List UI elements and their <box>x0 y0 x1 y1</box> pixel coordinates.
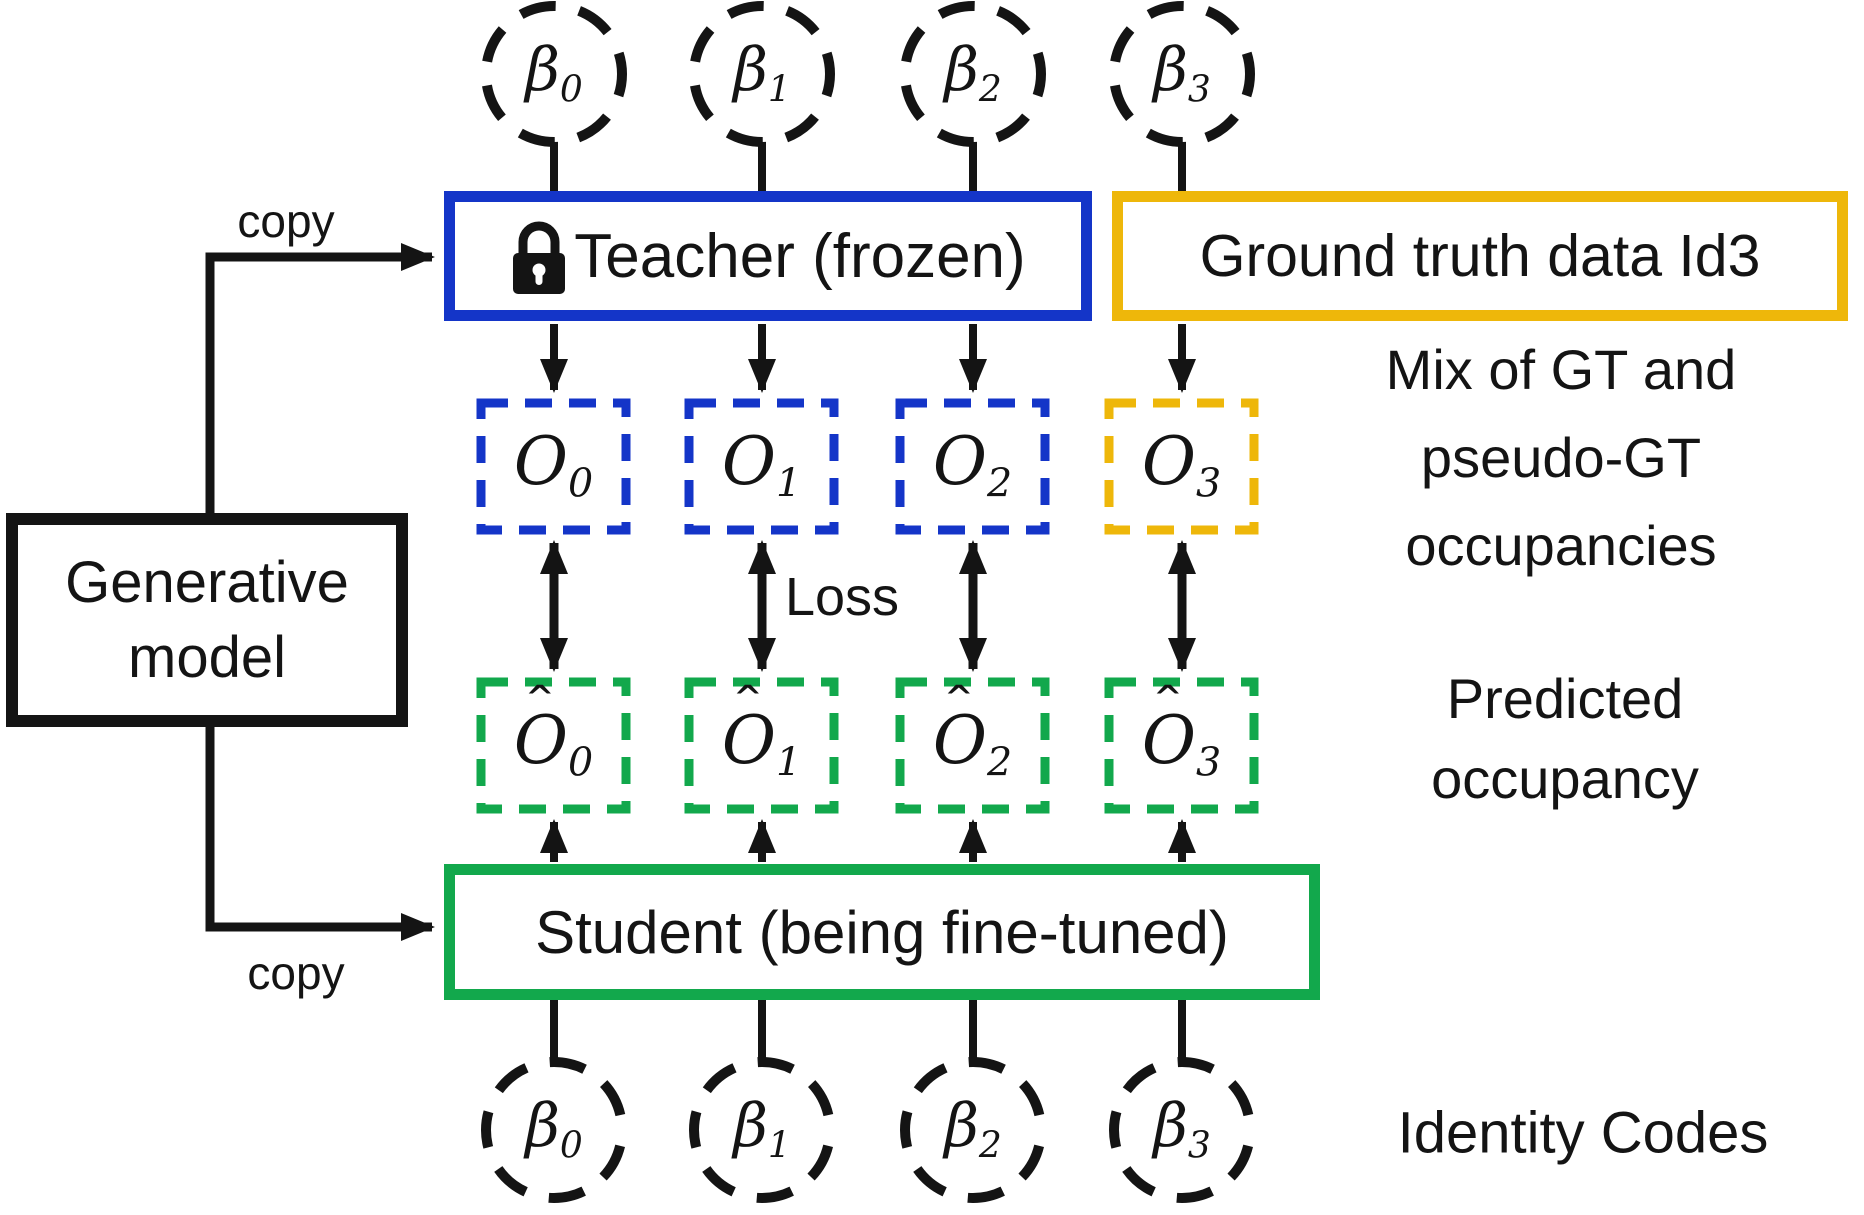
predicted-label-line1: Predicted <box>1446 667 1684 730</box>
occupancy-symbol: O <box>1141 422 1196 500</box>
identity-code-circle-top-3: β3 <box>1106 0 1258 150</box>
code-symbol: β <box>733 34 768 105</box>
predicted-label-line2: occupancy <box>1431 747 1699 810</box>
teacher-box-label: Teacher (frozen) <box>574 221 1026 291</box>
occupancy-subscript: 2 <box>986 460 1013 507</box>
occupancy-symbol: O <box>1141 701 1196 779</box>
top-code-to-model-lines <box>550 136 1186 195</box>
generative-model-label-line2: model <box>128 625 286 690</box>
code-subscript: 0 <box>559 69 583 111</box>
identity-codes-label: Identity Codes <box>1397 1100 1769 1166</box>
occupancy-box-0: O0 <box>476 398 631 535</box>
mix-label-line2: pseudo-GT <box>1420 426 1702 489</box>
occupancy-subscript: 3 <box>1195 739 1222 786</box>
model-to-occupancy-arrows <box>540 324 1196 393</box>
identity-code-circle-top-2: β2 <box>897 0 1049 150</box>
code-symbol: β <box>944 1090 979 1161</box>
mix-label-line3: occupancies <box>1405 514 1717 577</box>
occupancy-symbol: O <box>932 701 987 779</box>
copy-arrow-top <box>205 243 435 516</box>
code-subscript: 0 <box>559 1125 583 1167</box>
identity-code-circle-bottom-0: β0 <box>478 1054 630 1206</box>
code-symbol: β <box>944 34 979 105</box>
code-symbol: β <box>1153 1090 1188 1161</box>
student-box-label: Student (being fine-tuned) <box>535 898 1229 966</box>
code-symbol: β <box>733 1090 768 1161</box>
occupancy-box-1: O1 <box>684 398 839 535</box>
identity-code-circle-bottom-1: β1 <box>686 1054 838 1206</box>
loss-label: Loss <box>784 567 900 627</box>
ground-truth-box: Ground truth data Id3 <box>1112 191 1848 321</box>
code-subscript: 3 <box>1187 1125 1211 1167</box>
occupancy-subscript: 1 <box>775 739 802 786</box>
occupancy-symbol: O <box>513 701 568 779</box>
occupancy-subscript: 0 <box>567 460 594 507</box>
occupancy-symbol: O <box>721 701 776 779</box>
predicted-occupancy-label: Predicted occupancy <box>1431 659 1699 819</box>
ground-truth-box-label: Ground truth data Id3 <box>1199 223 1761 289</box>
student-to-predicted-arrows <box>540 819 1196 862</box>
occupancy-subscript: 2 <box>986 739 1013 786</box>
loss-double-arrows <box>540 540 1196 672</box>
generative-model-label-line1: Generative <box>65 549 349 615</box>
occupancy-symbol: O <box>721 422 776 500</box>
mix-label-line1: Mix of GT and <box>1385 338 1737 401</box>
occupancy-subscript: 3 <box>1195 460 1222 507</box>
copy-label-top: copy <box>237 195 335 247</box>
identity-code-circle-bottom-3: β3 <box>1106 1054 1258 1206</box>
identity-code-circle-bottom-2: β2 <box>897 1054 1049 1206</box>
identity-code-circle-top-0: β0 <box>478 0 630 150</box>
occupancy-subscript: 0 <box>567 739 594 786</box>
code-subscript: 3 <box>1187 69 1211 111</box>
hat-accent: ˆ <box>941 680 977 736</box>
mix-occupancies-label: Mix of GT and pseudo-GT occupancies <box>1386 326 1737 590</box>
code-subscript: 2 <box>978 69 1002 111</box>
bottom-code-to-student-lines <box>550 1000 1186 1062</box>
occupancy-subscript: 1 <box>775 460 802 507</box>
hat-accent: ˆ <box>1150 680 1186 736</box>
lock-icon <box>513 221 566 294</box>
teacher-box: Teacher (frozen) <box>444 191 1092 321</box>
code-subscript: 2 <box>978 1125 1002 1167</box>
student-box: Student (being fine-tuned) <box>444 864 1320 1000</box>
code-symbol: β <box>525 1090 560 1161</box>
hat-accent: ˆ <box>522 680 558 736</box>
generative-model-box: Generative model <box>6 513 408 727</box>
copy-arrow-bottom <box>205 726 435 941</box>
hat-accent: ˆ <box>730 680 766 736</box>
code-subscript: 1 <box>767 69 791 111</box>
code-subscript: 1 <box>767 1125 791 1167</box>
copy-label-bottom: copy <box>247 947 345 999</box>
occupancy-symbol: O <box>513 422 568 500</box>
identity-code-circle-top-1: β1 <box>686 0 838 150</box>
code-symbol: β <box>525 34 560 105</box>
occupancy-box-2: O2 <box>895 398 1050 535</box>
occupancy-box-3: O3 <box>1104 398 1259 535</box>
code-symbol: β <box>1153 34 1188 105</box>
occupancy-symbol: O <box>932 422 987 500</box>
